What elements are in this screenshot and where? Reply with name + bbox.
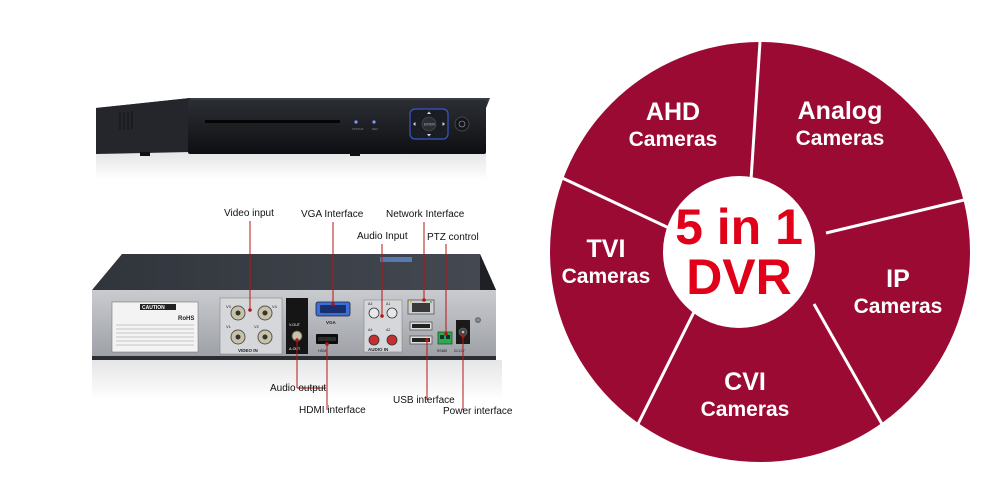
hdmi-label: HDMI xyxy=(318,349,327,353)
dvr-front-view: STATUS REC ENTER xyxy=(96,98,490,180)
callout-vga-interface: VGA Interface xyxy=(301,209,364,220)
callout-lines xyxy=(248,221,465,410)
a-out-label: A-OUT xyxy=(289,347,301,351)
segment-tvi: TVI Cameras xyxy=(562,235,651,289)
v4-label: V4 xyxy=(272,304,278,309)
front-rec-label: REC xyxy=(372,127,379,131)
segment-analog: Analog Cameras xyxy=(796,97,885,151)
segment-cvi: CVI Cameras xyxy=(701,368,790,422)
rohs-label: RoHS xyxy=(178,316,194,322)
segment-ip-title: IP xyxy=(886,264,910,293)
callout-video-input: Video input xyxy=(224,208,274,219)
callout-audio-output: Audio output xyxy=(270,383,327,394)
segment-ip: IP Cameras xyxy=(854,265,943,319)
vga-label: VGA xyxy=(326,320,337,325)
rs485-label: RS485 xyxy=(437,349,447,353)
segment-analog-title: Analog xyxy=(797,96,883,125)
center-headline-line1: 5 in 1 xyxy=(675,199,803,255)
dvr-illustration: STATUS REC ENTER xyxy=(92,98,502,410)
front-nav-pad: ENTER xyxy=(409,108,449,140)
audio-in-label: AUDIO IN xyxy=(368,347,388,352)
callout-hdmi-interface: HDMI interface xyxy=(299,405,366,416)
segment-cvi-title: CVI xyxy=(724,367,766,396)
compatibility-wheel xyxy=(550,41,970,462)
a4-label: A4 xyxy=(368,328,372,332)
callout-ptz-control: PTZ control xyxy=(427,232,479,243)
center-headline: 5 in 1 DVR xyxy=(675,202,803,302)
v3-label: V3 xyxy=(226,304,232,309)
segment-cvi-subtitle: Cameras xyxy=(700,397,790,421)
v2-label: V2 xyxy=(254,324,260,329)
a3-label: A3 xyxy=(368,302,372,306)
front-status-label: STATUS xyxy=(352,127,363,131)
wheel-dividers xyxy=(557,41,965,425)
wheel-center xyxy=(663,176,815,328)
callout-power-interface: Power interface xyxy=(443,406,513,417)
v1-label: V1 xyxy=(226,324,232,329)
center-headline-line2: DVR xyxy=(686,249,792,305)
callout-usb-interface: USB interface xyxy=(393,395,455,406)
front-enter-label: ENTER xyxy=(424,123,436,127)
segment-ahd-subtitle: Cameras xyxy=(628,127,718,151)
segment-ahd-title: AHD xyxy=(645,97,701,126)
segment-tvi-title: TVI xyxy=(586,234,626,263)
dc12v-label: DC12V xyxy=(454,349,465,353)
segment-tvi-subtitle: Cameras xyxy=(561,264,651,288)
callout-network-interface: Network Interface xyxy=(386,209,465,220)
video-in-label: VIDEO IN xyxy=(238,348,258,353)
v-out-label: V-OUT xyxy=(289,323,301,327)
segment-ahd: AHD Cameras xyxy=(629,98,718,152)
a1-label: A1 xyxy=(386,302,390,306)
segment-ip-subtitle: Cameras xyxy=(853,294,943,318)
caution-label: CAUTION xyxy=(142,305,165,311)
segment-analog-subtitle: Cameras xyxy=(795,126,885,150)
a2-label: A2 xyxy=(386,328,390,332)
callout-audio-input: Audio Input xyxy=(357,231,408,242)
